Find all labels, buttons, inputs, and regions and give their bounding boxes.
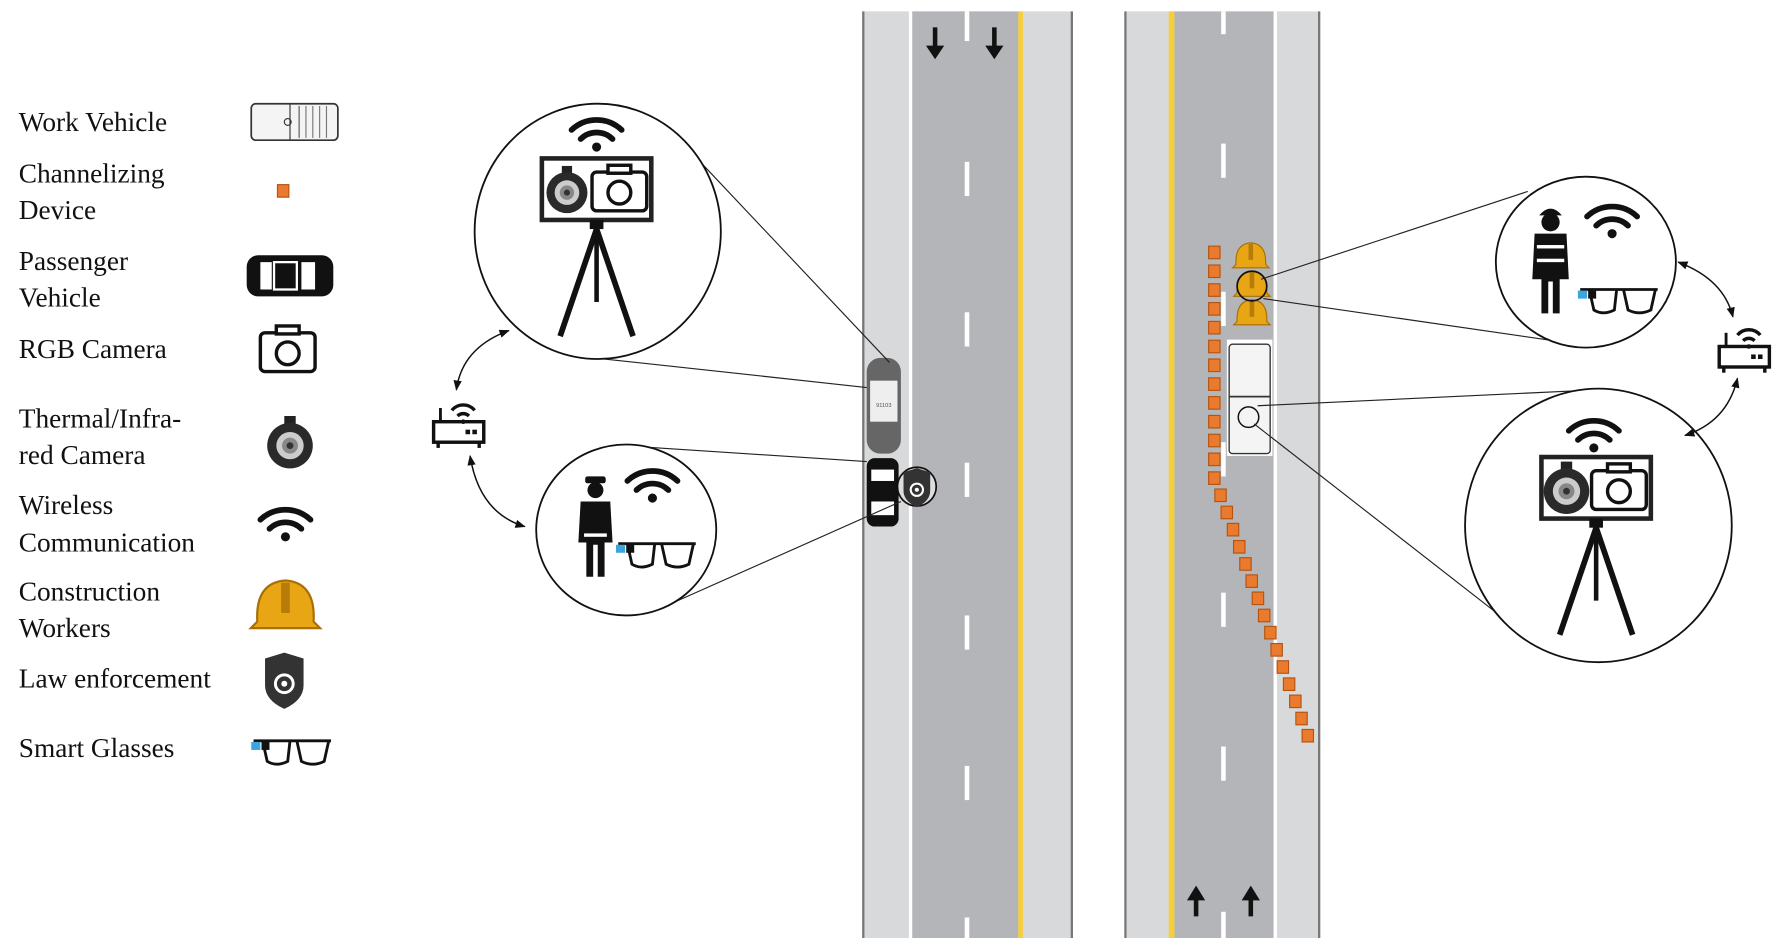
channelizing-device bbox=[1208, 283, 1221, 297]
channelizing-device bbox=[1208, 358, 1221, 373]
rgb-camera-icon bbox=[590, 163, 649, 213]
legend-label-channelizing-1: Channelizing bbox=[19, 158, 165, 188]
channelizing-device bbox=[1208, 433, 1221, 448]
roadside-camera-unit-right bbox=[1464, 387, 1733, 664]
channelizing-device bbox=[1276, 660, 1290, 674]
channelizing-device bbox=[1208, 396, 1221, 410]
smart-glasses-icon bbox=[249, 739, 333, 766]
legend-label-rgb-camera: RGB Camera bbox=[19, 334, 167, 364]
wifi-icon bbox=[260, 510, 310, 542]
channelizing-device bbox=[1208, 339, 1221, 354]
legend: Work Vehicle Channelizing Device Passeng… bbox=[19, 102, 339, 766]
left-road: 91103 bbox=[862, 11, 1073, 938]
legend-label-channelizing-2: Device bbox=[19, 195, 96, 225]
channelizing-device bbox=[1208, 264, 1221, 279]
channelizing-device bbox=[1232, 539, 1246, 554]
rgb-camera-icon bbox=[1589, 462, 1648, 512]
police-car: 91103 bbox=[866, 357, 901, 454]
hard-hat-icon bbox=[249, 579, 322, 630]
channelizing-device bbox=[1226, 522, 1240, 537]
channelizing-device bbox=[1214, 488, 1227, 503]
channelizing-devices bbox=[1208, 245, 1315, 743]
channelizing-device bbox=[1295, 711, 1308, 726]
lane-dashes-right bbox=[1221, 11, 1226, 938]
legend-label-wireless-2: Communication bbox=[19, 528, 196, 558]
work-vehicle-icon bbox=[250, 102, 339, 142]
channelizing-device bbox=[1264, 625, 1277, 640]
legend-label-passenger-2: Vehicle bbox=[19, 283, 101, 313]
channelizing-device bbox=[1208, 320, 1221, 335]
channelizing-device bbox=[1208, 245, 1221, 260]
roadside-camera-unit-left bbox=[473, 102, 722, 360]
channelizing-device bbox=[1245, 574, 1258, 588]
police-badge-icon bbox=[263, 651, 306, 711]
channelizing-device bbox=[1208, 377, 1221, 391]
legend-label-workers-2: Workers bbox=[19, 613, 111, 643]
channelizing-device bbox=[1251, 591, 1265, 606]
channelizing-device bbox=[1208, 452, 1221, 467]
communication-arrows bbox=[453, 261, 1740, 528]
legend-label-wireless-1: Wireless bbox=[19, 490, 114, 520]
channelizing-device-icon bbox=[276, 184, 290, 198]
channelizing-device bbox=[1208, 414, 1221, 429]
channelizing-device bbox=[1208, 302, 1221, 316]
channelizing-device bbox=[1301, 728, 1315, 743]
passenger-vehicle bbox=[866, 458, 899, 527]
rgb-camera-icon bbox=[258, 324, 317, 374]
legend-label-work-vehicle: Work Vehicle bbox=[19, 107, 167, 137]
passenger-vehicle-icon bbox=[246, 255, 334, 297]
channelizing-device bbox=[1257, 608, 1271, 623]
legend-label-law-enforcement: Law enforcement bbox=[19, 663, 211, 693]
callout-lines bbox=[604, 159, 1574, 622]
wireless-router-icon bbox=[1717, 328, 1772, 375]
legend-label-thermal-1: Thermal/Infra- bbox=[19, 403, 181, 433]
channelizing-device bbox=[1282, 677, 1296, 692]
channelizing-device bbox=[1239, 557, 1252, 571]
svg-text:91103: 91103 bbox=[876, 403, 891, 409]
thermal-camera-icon bbox=[267, 416, 313, 469]
down-arrow-icon bbox=[925, 27, 1004, 60]
construction-workers bbox=[1231, 242, 1271, 326]
channelizing-device bbox=[1208, 471, 1221, 485]
channelizing-device bbox=[1270, 642, 1283, 657]
channelizing-device bbox=[1220, 505, 1234, 520]
construction-worker-unit bbox=[1494, 175, 1677, 349]
wireless-router-icon bbox=[431, 403, 486, 450]
legend-label-smart-glasses: Smart Glasses bbox=[19, 733, 175, 763]
channelizing-device bbox=[1289, 694, 1302, 709]
up-arrow-icon bbox=[1186, 885, 1260, 917]
lane-dashes-left bbox=[964, 11, 970, 938]
law-enforcement-unit bbox=[535, 443, 718, 617]
work-vehicle bbox=[1226, 339, 1273, 456]
legend-label-thermal-2: red Camera bbox=[19, 440, 146, 470]
legend-label-workers-1: Construction bbox=[19, 577, 161, 607]
legend-label-passenger-1: Passenger bbox=[19, 246, 128, 276]
right-road bbox=[1124, 11, 1321, 938]
